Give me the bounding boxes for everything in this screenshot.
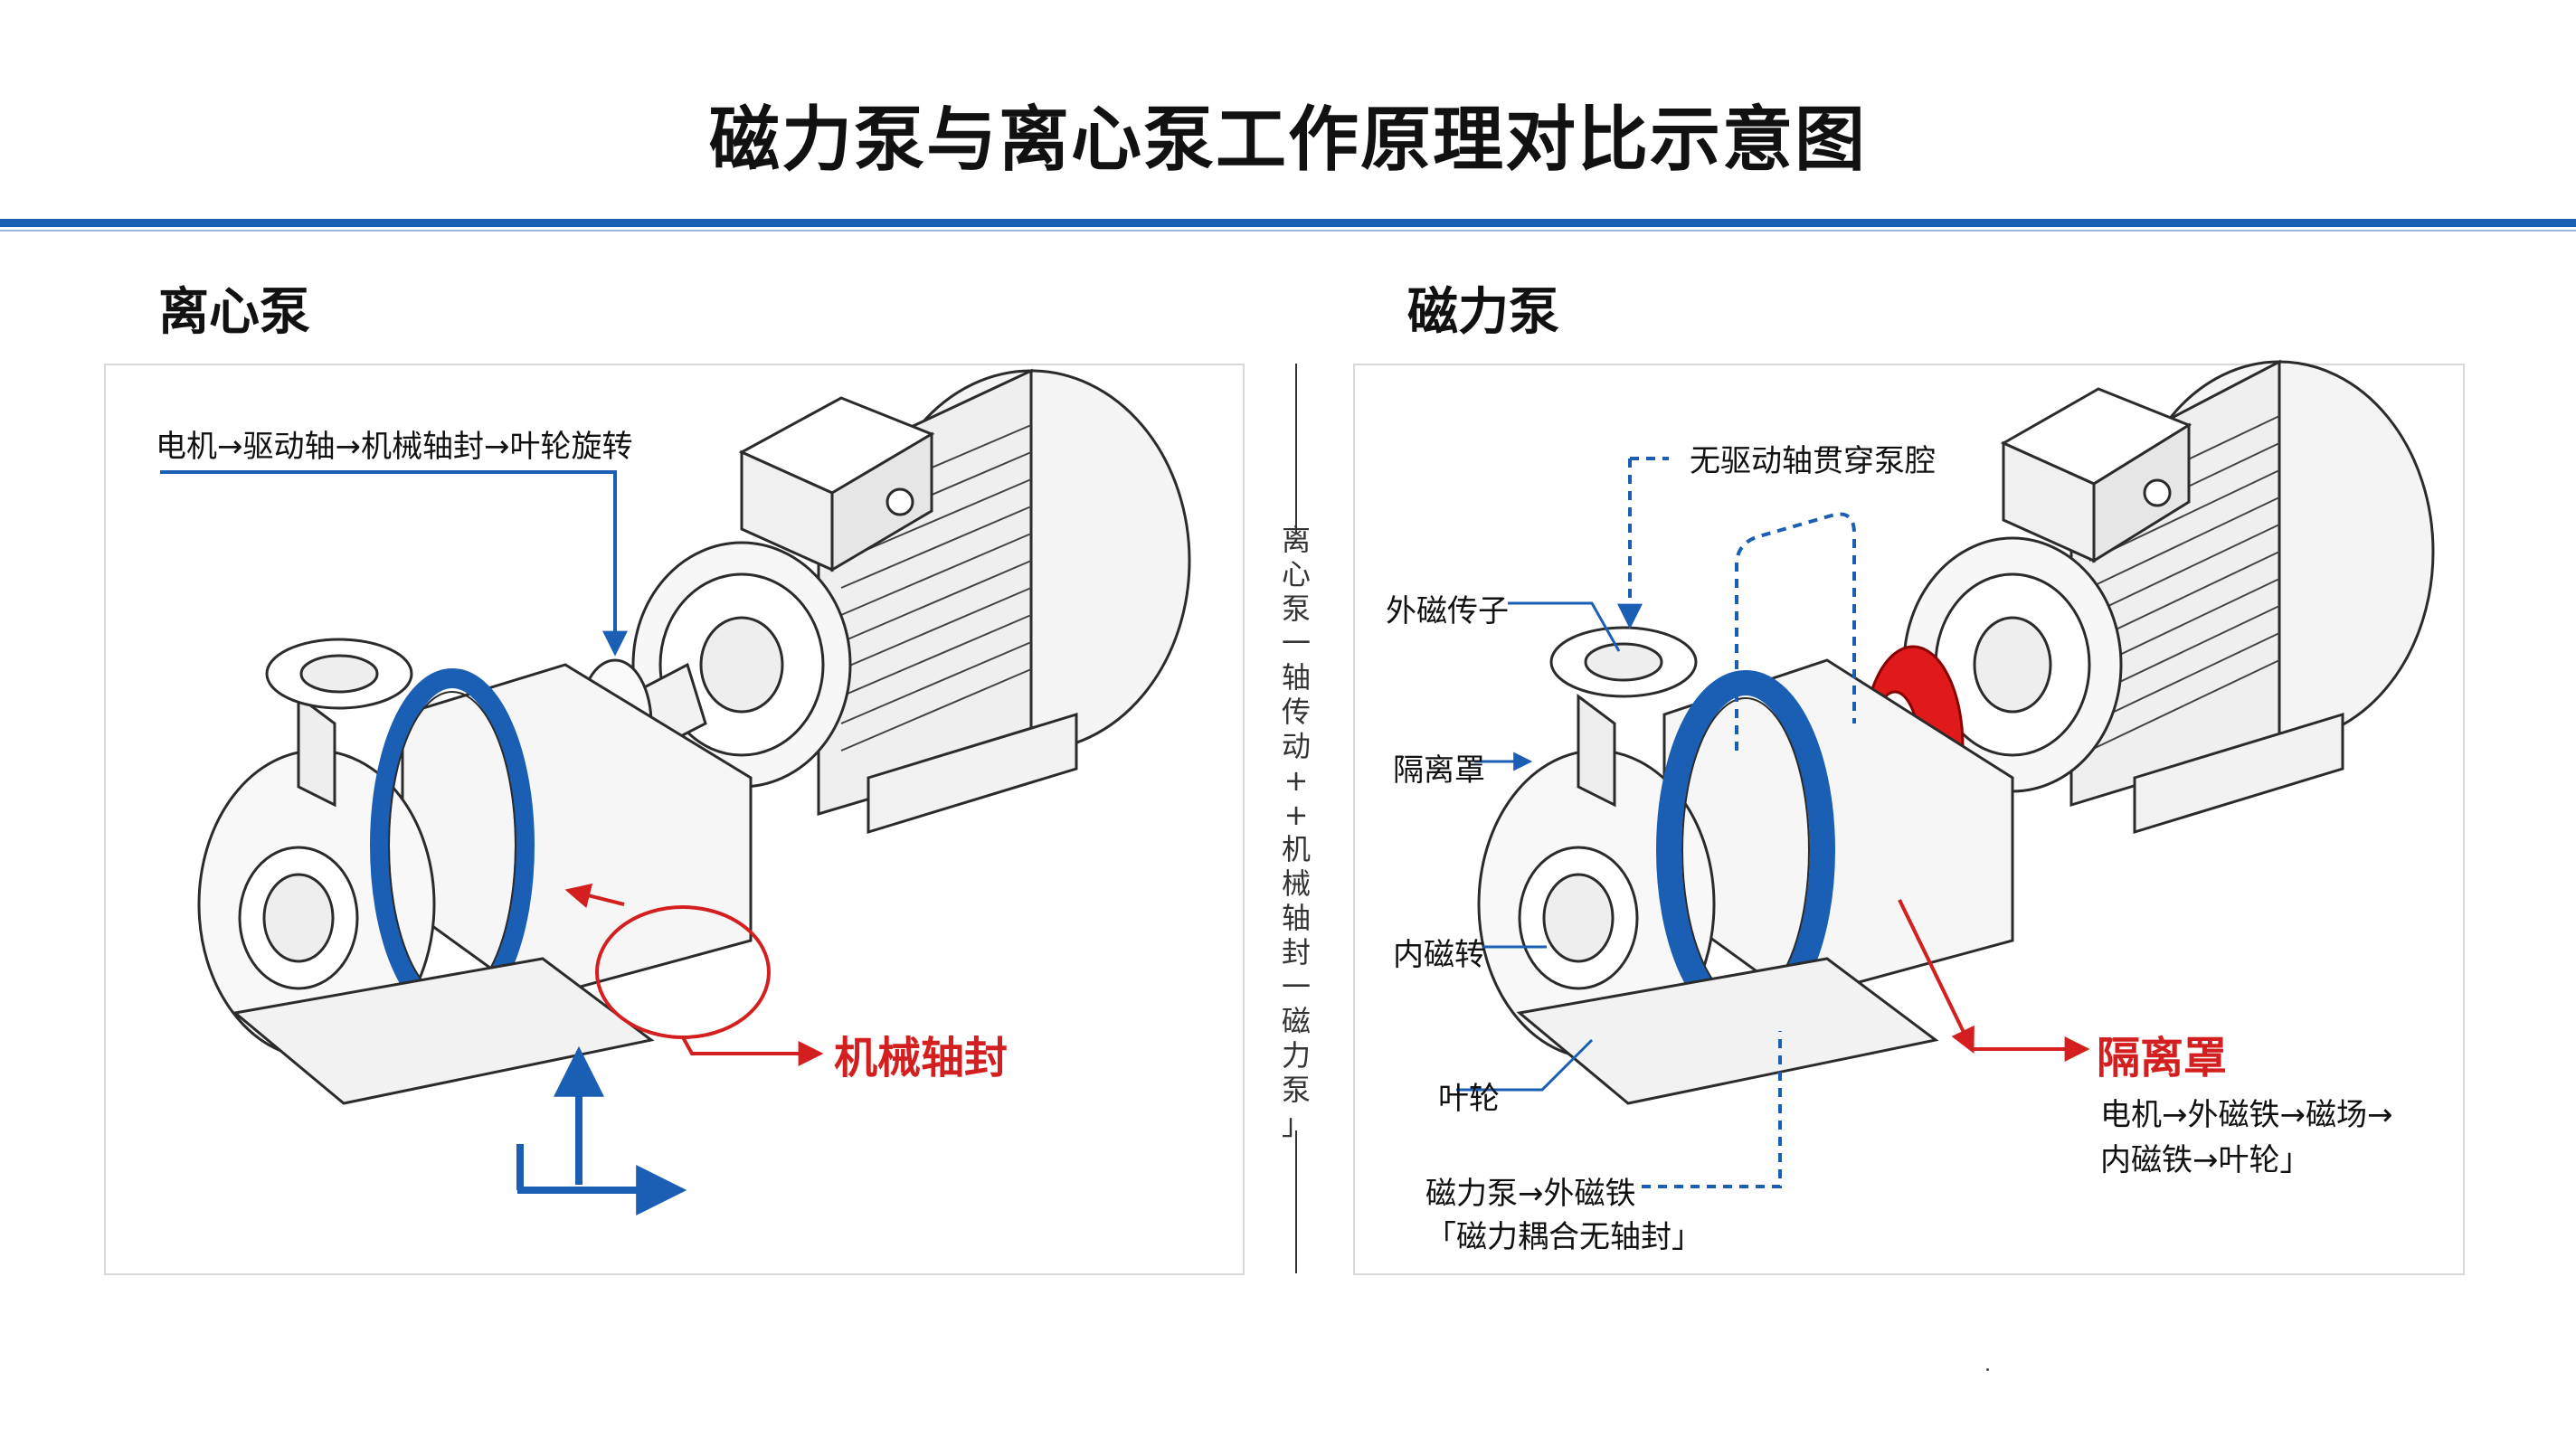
divider-caption-char: 离	[1281, 523, 1311, 557]
divider-caption-char: +	[1283, 763, 1309, 798]
divider-caption-char: 泵	[1281, 1073, 1311, 1107]
divider-caption-char: +	[1283, 798, 1309, 832]
divider-caption-char: 机	[1281, 832, 1311, 866]
seal-callout-arrow	[681, 1036, 824, 1066]
coupling-line2: 「磁力耦合无轴封」	[1425, 1219, 1702, 1255]
inner-rotor-label: 内磁转	[1393, 937, 1485, 973]
impeller-leader	[1456, 1038, 1594, 1092]
divider-caption-char: 泵	[1281, 591, 1311, 626]
stray-dot	[1986, 1368, 1989, 1371]
left-volute-casing	[197, 668, 535, 1060]
right-motor	[1902, 359, 2435, 835]
impeller-label: 叶轮	[1438, 1081, 1500, 1117]
divider-caption-char: 力	[1281, 1038, 1311, 1073]
divider-caption: 离心泵一轴传动++机械轴封一磁力泵」	[1274, 523, 1319, 1141]
divider-caption-char: 械	[1281, 866, 1311, 901]
divider-caption-char: 动	[1281, 729, 1311, 763]
magnetic-flow-line1: 电机→外磁铁→磁场→	[2100, 1097, 2393, 1133]
left-gap-arrow	[564, 883, 625, 909]
coupling-line1: 磁力泵→外磁铁	[1425, 1176, 1636, 1212]
magnetic-pump-drawing	[1477, 359, 2435, 1105]
centrifugal-pump-drawing	[197, 368, 1191, 1105]
divider-caption-char: 轴	[1281, 901, 1311, 935]
left-base	[232, 957, 655, 1105]
divider-caption-char: 封	[1281, 935, 1311, 969]
title-divider-shadow	[0, 230, 2576, 232]
divider-caption-char: 轴	[1281, 660, 1311, 695]
shroud-label: 隔离罩	[1393, 752, 1485, 789]
mechanical-seal-label: 机械轴封	[834, 1033, 1009, 1083]
right-base	[1516, 957, 1939, 1105]
divider-caption-char: 一	[1281, 626, 1311, 660]
left-discharge-nozzle	[265, 638, 413, 808]
title-divider	[0, 219, 2576, 227]
left-section-heading: 离心泵	[158, 283, 310, 342]
no-shaft-text: 无驱动轴贯穿泵腔	[1690, 443, 1936, 479]
coupling-connector	[1642, 1031, 1782, 1188]
divider-caption-char: 」	[1281, 1107, 1311, 1141]
shroud-callout-label: 隔离罩	[2097, 1033, 2228, 1083]
shroud-path-dashed	[1735, 512, 1856, 751]
shroud-arrow-diag	[1898, 899, 1975, 1055]
left-flow-text: 电机→驱动轴→机械轴封→叶轮旋转	[156, 429, 633, 465]
divider-caption-char: 一	[1281, 969, 1311, 1004]
magnetic-flow-line2: 内磁铁→叶轮」	[2100, 1142, 2311, 1178]
left-flow-connector	[160, 470, 628, 657]
page-title: 磁力泵与离心泵工作原理对比示意图	[708, 99, 1867, 181]
divider-caption-char: 心	[1281, 557, 1311, 591]
outer-rotor-label: 外磁传子	[1386, 593, 1509, 629]
divider-caption-char: 磁	[1281, 1004, 1311, 1038]
divider-caption-char: 传	[1281, 695, 1311, 729]
outer-rotor-leader	[1508, 601, 1621, 652]
right-section-heading: 磁力泵	[1407, 283, 1559, 342]
